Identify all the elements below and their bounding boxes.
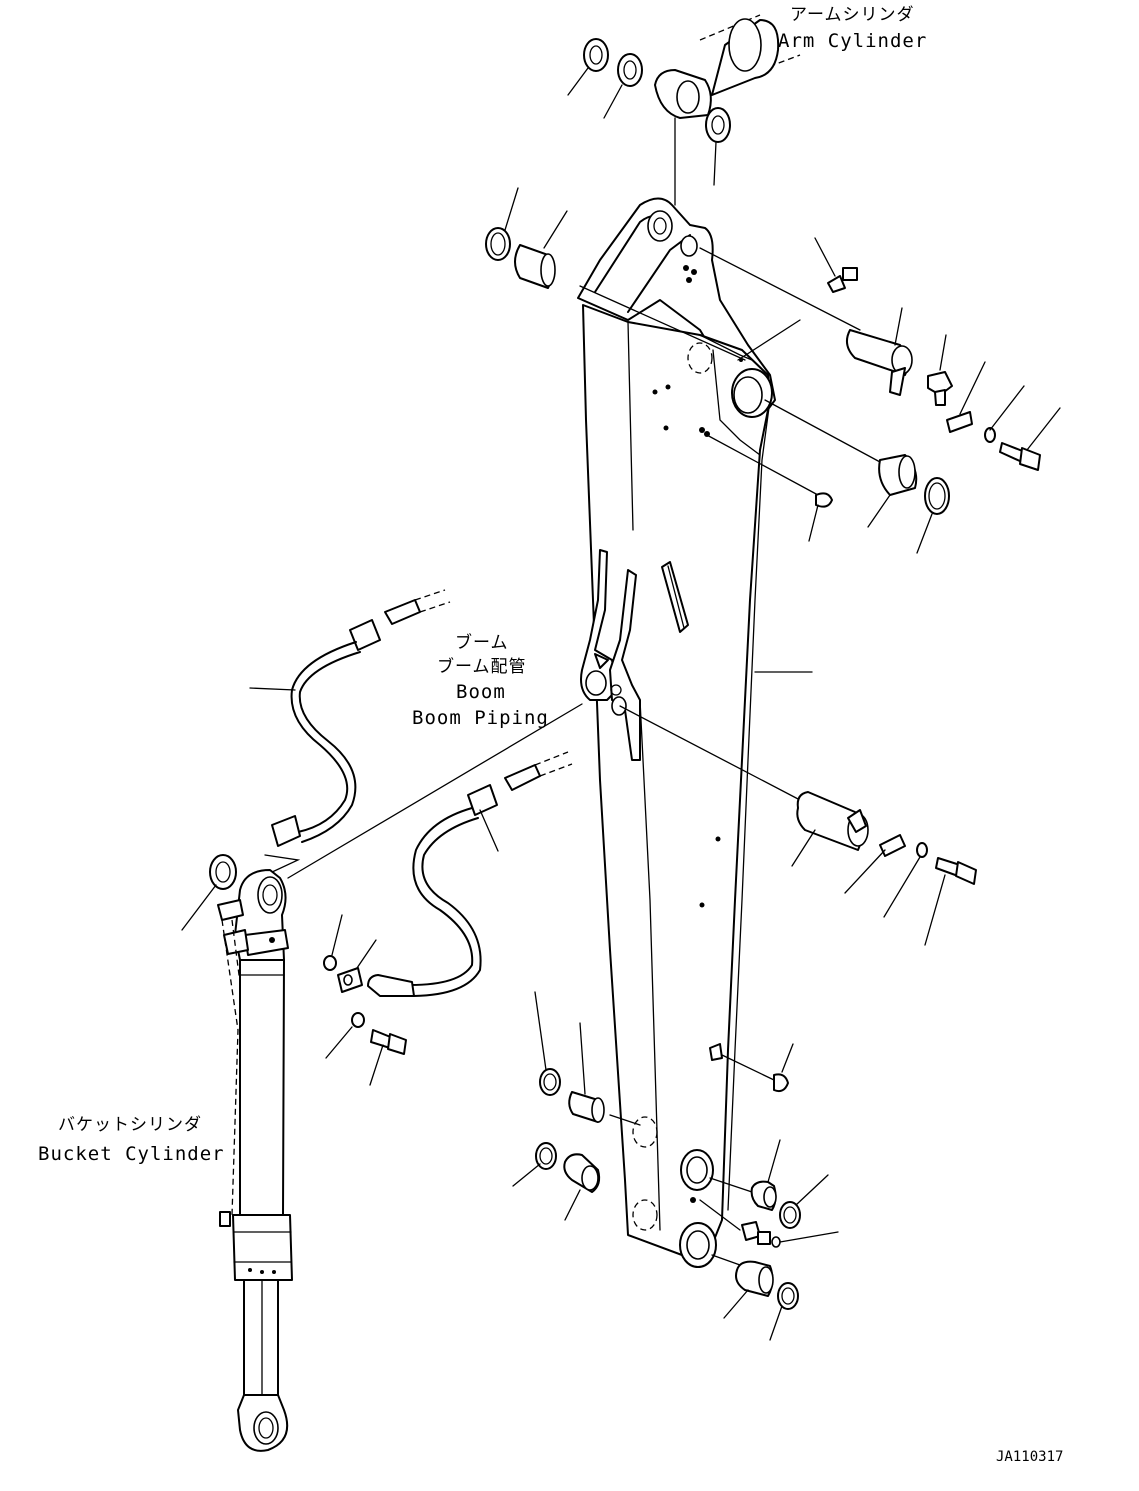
seal-lower-left-2 [512,1142,557,1187]
arm-cylinder-label-en: Arm Cylinder [778,30,927,52]
washer-top-1 [567,38,609,96]
drawing-code: JA110317 [996,1449,1063,1465]
boom-piping-label-en: Boom Piping [412,707,549,729]
boom-piping-label-jp: ブーム配管 [437,656,527,677]
bucket-cylinder-label-jp: バケットシリンダ [58,1115,202,1135]
plate-mid [844,834,906,894]
seal-top-left [485,187,519,261]
grease-fitting-top [814,237,858,293]
bushing-lower-right-2 [723,1260,774,1319]
plug-small-cyl [323,914,343,971]
washer-mid [883,842,928,918]
hose-upper [249,589,451,847]
bolt-mid [924,857,977,946]
boom-label-jp: ブーム [455,632,509,653]
boom [577,197,819,1268]
bushing-lower-left-2 [563,1153,601,1221]
bucket-cylinder-label-en: Bucket Cylinder [38,1143,225,1165]
bushing-right [867,454,918,528]
seal-right [916,477,950,554]
arm-cylinder [654,14,801,206]
washer-top-3 [705,107,731,186]
seal-lower-right-2 [769,1282,799,1341]
grease-fitting-lower [699,1199,839,1248]
pin-top [845,307,913,396]
stopper-top [927,334,953,406]
seal-lower-left-1 [534,991,561,1096]
plug-lower-right [721,1043,794,1093]
pin-mid [791,791,869,867]
hose-lower [367,751,573,997]
bushing-top-left [514,210,568,289]
arm-cylinder-label-jp: アームシリンダ [790,5,914,25]
washer-right-top [984,385,1025,443]
clamp-cyl [337,939,377,993]
bucket-cylinder [217,869,293,1452]
bushing-lower-left-1 [568,1022,605,1123]
washer-cyl-small [325,1012,365,1059]
bolt-right-top [999,407,1061,471]
washer-top-2 [603,53,643,119]
seal-lower-right-1 [779,1174,829,1229]
plate-top [946,361,986,433]
boom-label-en: Boom [456,681,506,703]
bolt-cyl [369,1029,407,1086]
washer-bucket-cylinder [181,854,237,931]
bushing-lower-right-1 [750,1139,781,1211]
plug-right [808,492,833,542]
